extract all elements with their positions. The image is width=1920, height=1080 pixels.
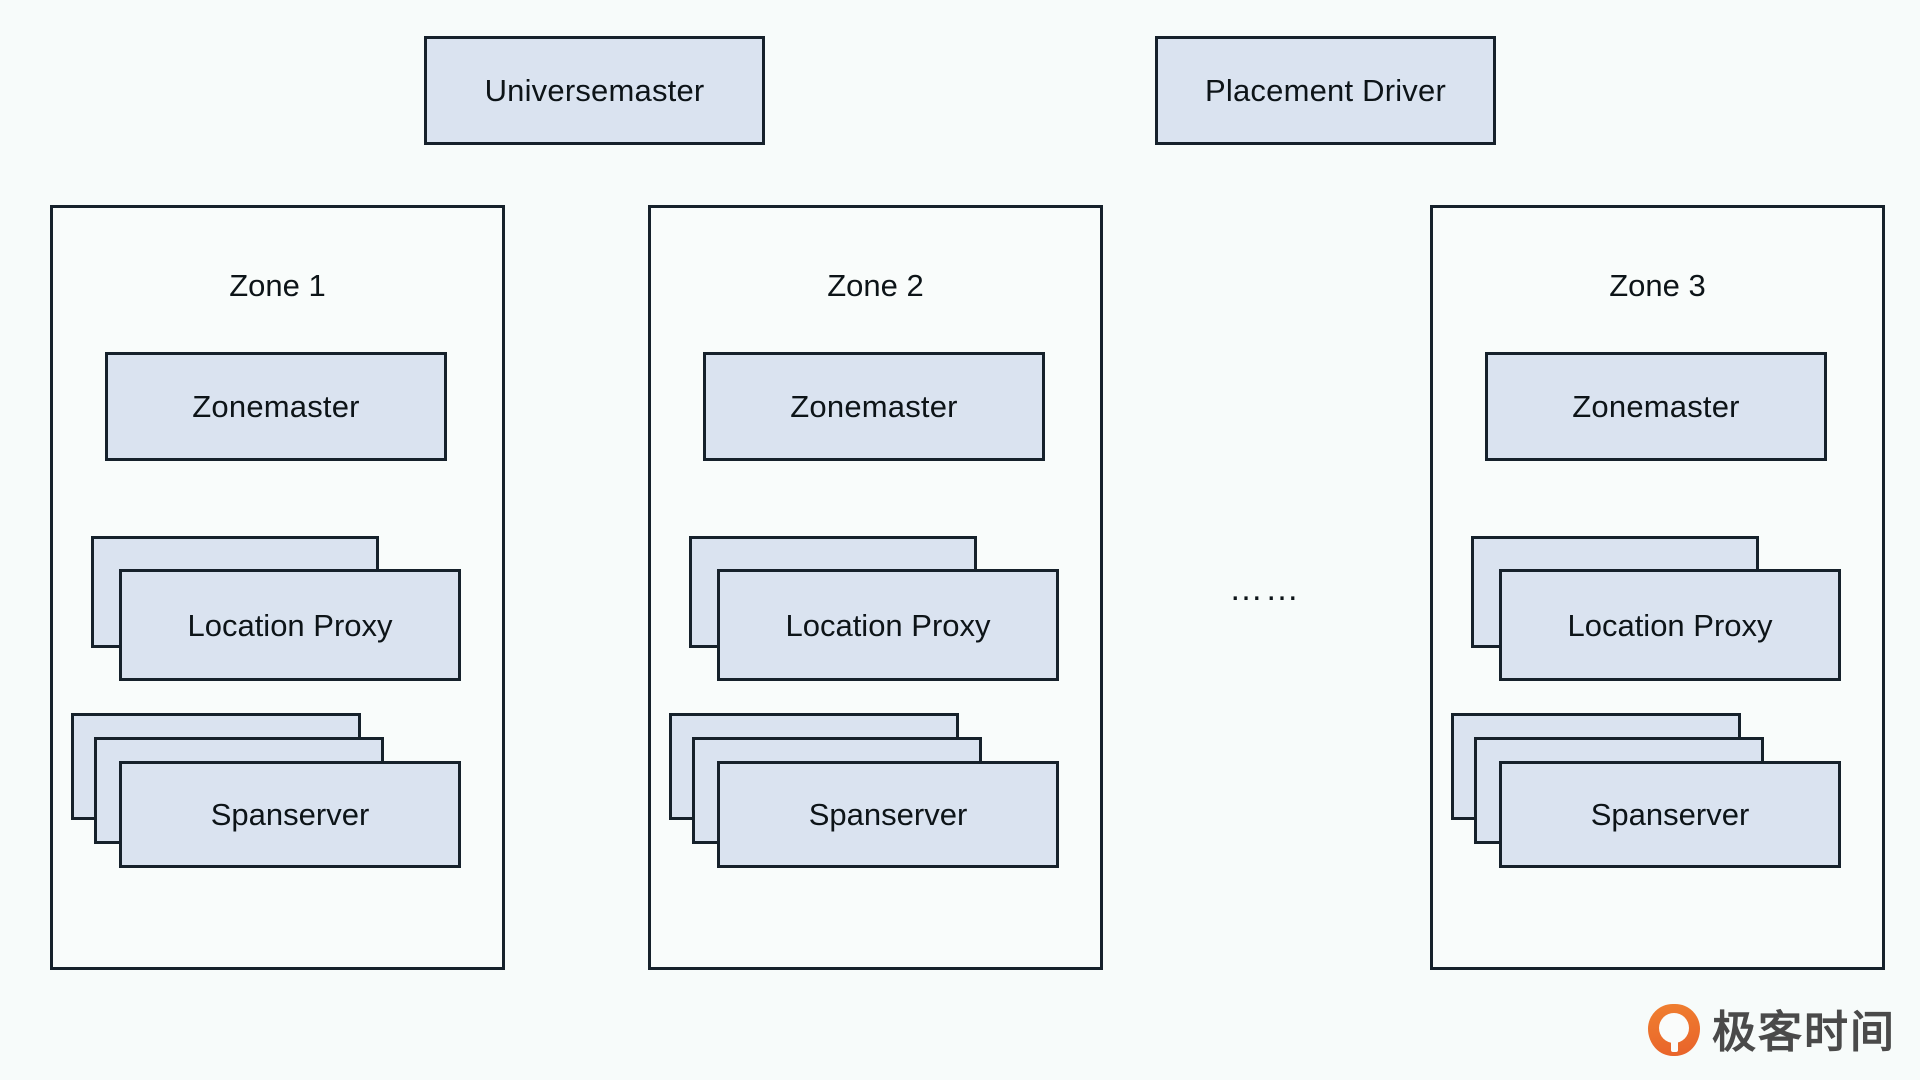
zone-container-2: Zone 2 Zonemaster Location Proxy Spanser… bbox=[648, 205, 1103, 970]
spanserver-stack-3: Spanserver bbox=[1451, 713, 1841, 868]
zonemaster-label-1: Zonemaster bbox=[192, 389, 360, 424]
spanserver-layer-front-2: Spanserver bbox=[717, 761, 1059, 868]
location-proxy-layer-front-3: Location Proxy bbox=[1499, 569, 1841, 681]
location-proxy-stack-3: Location Proxy bbox=[1471, 536, 1841, 681]
spanserver-stack-2: Spanserver bbox=[669, 713, 1059, 868]
location-proxy-layer-front-2: Location Proxy bbox=[717, 569, 1059, 681]
location-proxy-stack-2: Location Proxy bbox=[689, 536, 1059, 681]
spanserver-label-1: Spanserver bbox=[210, 797, 370, 832]
location-proxy-layer-front-1: Location Proxy bbox=[119, 569, 461, 681]
zone-title-1: Zone 1 bbox=[229, 268, 326, 303]
location-proxy-label-3: Location Proxy bbox=[1567, 607, 1773, 643]
universemaster-label: Universemaster bbox=[484, 73, 705, 108]
spanserver-layer-front-3: Spanserver bbox=[1499, 761, 1841, 868]
location-proxy-stack-1: Location Proxy bbox=[91, 536, 461, 681]
zone-container-3: Zone 3 Zonemaster Location Proxy Spanser… bbox=[1430, 205, 1885, 970]
zone-title-3: Zone 3 bbox=[1609, 268, 1706, 303]
zonemaster-label-2: Zonemaster bbox=[790, 389, 958, 424]
location-proxy-label-1: Location Proxy bbox=[187, 607, 393, 643]
zonemaster-node-3: Zonemaster bbox=[1485, 352, 1827, 461]
universemaster-node: Universemaster bbox=[424, 36, 765, 145]
spanserver-layer-front-1: Spanserver bbox=[119, 761, 461, 868]
logo-stem bbox=[1671, 1022, 1678, 1052]
watermark: 极客时间 bbox=[1648, 1004, 1896, 1062]
spanserver-stack-1: Spanserver bbox=[71, 713, 461, 868]
zonemaster-node-1: Zonemaster bbox=[105, 352, 447, 461]
placement-driver-label: Placement Driver bbox=[1205, 73, 1446, 108]
placement-driver-node: Placement Driver bbox=[1155, 36, 1496, 145]
zone-container-1: Zone 1 Zonemaster Location Proxy Spanser… bbox=[50, 205, 505, 970]
zone-title-2: Zone 2 bbox=[827, 268, 924, 303]
location-proxy-label-2: Location Proxy bbox=[785, 607, 991, 643]
geektime-logo-icon bbox=[1648, 1004, 1700, 1062]
spanserver-label-3: Spanserver bbox=[1590, 797, 1750, 832]
zones-ellipsis: …… bbox=[1229, 570, 1301, 608]
zonemaster-label-3: Zonemaster bbox=[1572, 389, 1740, 424]
spanserver-label-2: Spanserver bbox=[808, 797, 968, 832]
zonemaster-node-2: Zonemaster bbox=[703, 352, 1045, 461]
watermark-text: 极客时间 bbox=[1712, 1007, 1896, 1058]
